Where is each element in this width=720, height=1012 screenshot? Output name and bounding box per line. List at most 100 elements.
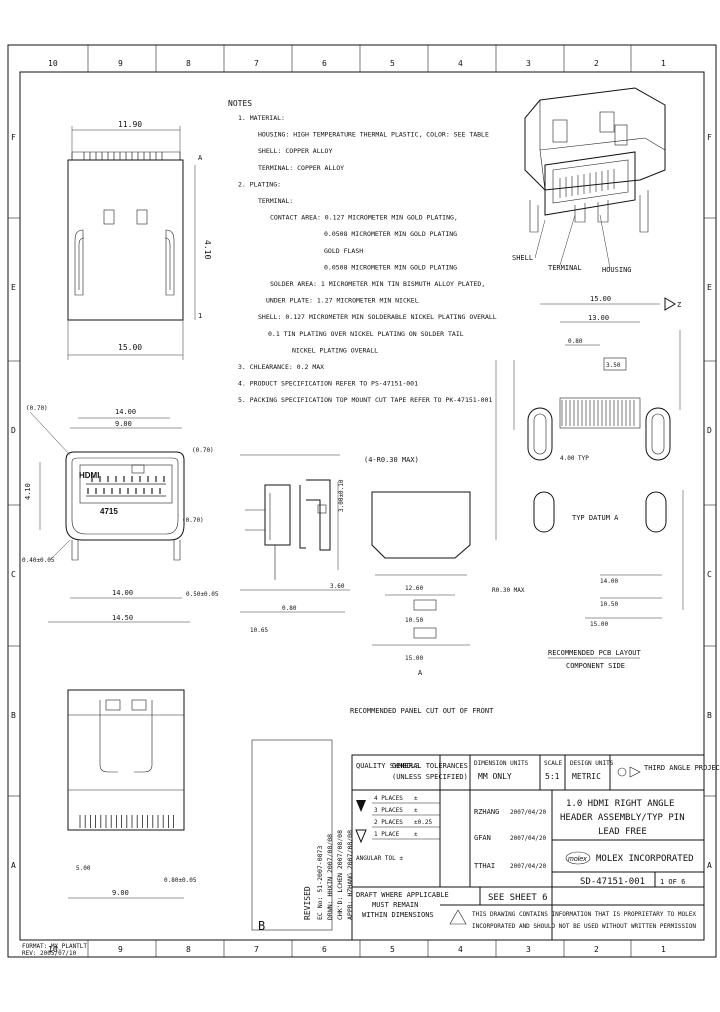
column-marker-top: 5: [390, 59, 395, 68]
dim-bottom-width: 9.00: [112, 889, 129, 897]
svg-text:3.00±0.10: 3.00±0.10: [338, 479, 345, 512]
svg-text:(4-R0.30 MAX): (4-R0.30 MAX): [364, 456, 419, 464]
note-line: CONTACT AREA: 0.127 MICROMETER MIN GOLD …: [270, 214, 458, 222]
note-line: 0.1 TIN PLATING OVER NICKEL PLATING ON S…: [268, 330, 464, 338]
slot-note: 4.00 TYP: [560, 455, 589, 462]
within-dims: WITHIN DIMENSIONS: [362, 911, 434, 919]
front-view: 14.00 9.00 HDMI 4715 4.10 (0.70) 0.40±0.…: [22, 405, 219, 623]
row-marker-left: A: [11, 861, 16, 870]
note-line: 1. MATERIAL:: [238, 114, 285, 122]
column-marker-top: 6: [322, 59, 327, 68]
cutout-label: RECOMMENDED PANEL CUT OUT OF FRONT: [350, 707, 494, 715]
dim-top-width: 11.90: [118, 120, 142, 129]
tol-places: 1 PLACE: [374, 831, 400, 838]
logo-4715: 4715: [100, 507, 118, 516]
notes-block: NOTES 1. MATERIAL: HOUSING: HIGH TEMPERAT…: [228, 99, 497, 404]
svg-text:Z: Z: [677, 301, 681, 309]
proprietary-2: INCORPORATED AND SHOULD NOT BE USED WITH…: [472, 923, 696, 930]
isometric-view: SHELL TERMINAL HOUSING: [512, 87, 666, 274]
date-3: 2007/04/20: [510, 863, 547, 870]
dim-units-label: DIMENSION UNITS: [474, 760, 529, 767]
dim-bottom-pitch: 5.00: [76, 865, 91, 872]
date-2: 2007/04/20: [510, 835, 547, 842]
dim-pcb-d: 14.00: [600, 578, 618, 585]
note-line: HOUSING: HIGH TEMPERATURE THERMAL PLASTI…: [258, 131, 489, 139]
dim-pcb-a2: 15.00: [590, 621, 608, 628]
outer-border: [7, 44, 717, 958]
note-line: GOLD FLASH: [324, 247, 363, 255]
callout-shell: SHELL: [512, 254, 533, 262]
column-marker-top: 10: [48, 59, 58, 68]
row-marker-left: E: [11, 283, 16, 292]
row-marker-right: D: [707, 426, 712, 435]
dim-units-value: MM ONLY: [478, 772, 512, 781]
dim-pcb-a: 15.00: [590, 295, 611, 303]
datum-a-mark: A: [418, 669, 423, 677]
date-1: 2007/04/20: [510, 809, 547, 816]
logo-hdmi: HDMI: [79, 471, 99, 480]
projection-label: THIRD ANGLE PROJECTION: [644, 764, 720, 772]
note-line: UNDER PLATE: 1.27 MICROMETER MIN NICKEL: [266, 297, 419, 305]
doc-number: SD-47151-001: [580, 877, 645, 887]
tol-value: ±: [414, 807, 418, 814]
sheet-number: 1 OF 6: [660, 878, 685, 886]
tol-places: 3 PLACES: [374, 807, 403, 814]
column-marker-bottom: 3: [526, 945, 531, 954]
row-marker-left: F: [11, 133, 16, 142]
company-name: MOLEX INCORPORATED: [596, 854, 694, 864]
svg-text:1: 1: [198, 312, 202, 320]
cutout-outline: [371, 491, 471, 559]
row-marker-right: B: [707, 711, 712, 720]
dim-ref-left: (0.70): [26, 405, 48, 412]
tol-value: ±: [414, 831, 418, 838]
title-line-3: LEAD FREE: [598, 827, 647, 837]
callout-housing: HOUSING: [602, 266, 632, 274]
svg-text:(0.70): (0.70): [192, 447, 214, 454]
bottom-view: 9.00 5.00 0.80±0.05: [67, 689, 197, 899]
notes-heading: NOTES: [228, 99, 252, 108]
see-sheet: SEE SHEET 6: [488, 893, 548, 903]
revision-letter: B: [258, 919, 265, 933]
row-marker-left: B: [11, 711, 16, 720]
column-marker-top: 8: [186, 59, 191, 68]
approved-by: TTHAI: [474, 862, 495, 870]
revision-line: APPR: HZHANG 2007/08/08: [346, 830, 354, 920]
svg-text:0.50±0.05: 0.50±0.05: [186, 591, 219, 598]
scale-value: 5:1: [545, 772, 560, 781]
dim-pitch-2: 9.00: [115, 420, 132, 428]
dim-front-height: 4.10: [203, 240, 212, 259]
note-line: TERMINAL: COPPER ALLOY: [258, 164, 344, 172]
note-line: 2. PLATING:: [238, 180, 281, 188]
note-line: NICKEL PLATING OVERALL: [292, 346, 378, 354]
revision-line: CHK'D: LCHEN 2007/08/08: [336, 830, 344, 920]
molex-logo: molex: [568, 856, 587, 863]
revision-line: DRWN: HHXIN 2007/08/08: [326, 834, 334, 920]
pcb-layout-view: 15.00 Z 13.00 0.80 3.50 TYP DATUM A 4.00…: [495, 295, 684, 670]
proprietary-1: THIS DRAWING CONTAINS INFORMATION THAT I…: [472, 911, 696, 918]
column-marker-top: 7: [254, 59, 259, 68]
dim-pcb-c: 3.50: [606, 362, 621, 369]
scale-label: SCALE: [544, 760, 562, 767]
note-line: SHELL: COPPER ALLOY: [258, 147, 332, 155]
format-label: FORMAT: MX_PLANTLT: [22, 943, 87, 950]
dim-pcb-f: 0.80: [568, 338, 583, 345]
tol-places: 4 PLACES: [374, 795, 403, 802]
note-line: 0.0508 MICROMETER MIN GOLD PLATING: [324, 230, 457, 238]
column-marker-bottom: 10: [48, 945, 58, 954]
svg-text:(0.70): (0.70): [182, 517, 204, 524]
revision-line: EC No: 51-2007-0873: [316, 846, 324, 920]
row-marker-left: C: [11, 570, 16, 579]
general-tolerances: GENERAL TOLERANCES: [392, 762, 468, 770]
quality-symbol: QUALITY SYMBOLS: [356, 762, 419, 770]
dim-front-w: 14.00: [112, 589, 133, 597]
note-line: 0.0508 MICROMETER MIN GOLD PLATING: [324, 263, 457, 271]
side-view: 3.60 0.80 10.65 3.00±0.10: [240, 454, 350, 634]
svg-text:R0.30 MAX: R0.30 MAX: [492, 587, 525, 594]
row-marker-right: A: [707, 861, 712, 870]
dim-side-a: 3.60: [330, 583, 345, 590]
column-marker-bottom: 2: [594, 945, 599, 954]
column-marker-bottom: 4: [458, 945, 463, 954]
